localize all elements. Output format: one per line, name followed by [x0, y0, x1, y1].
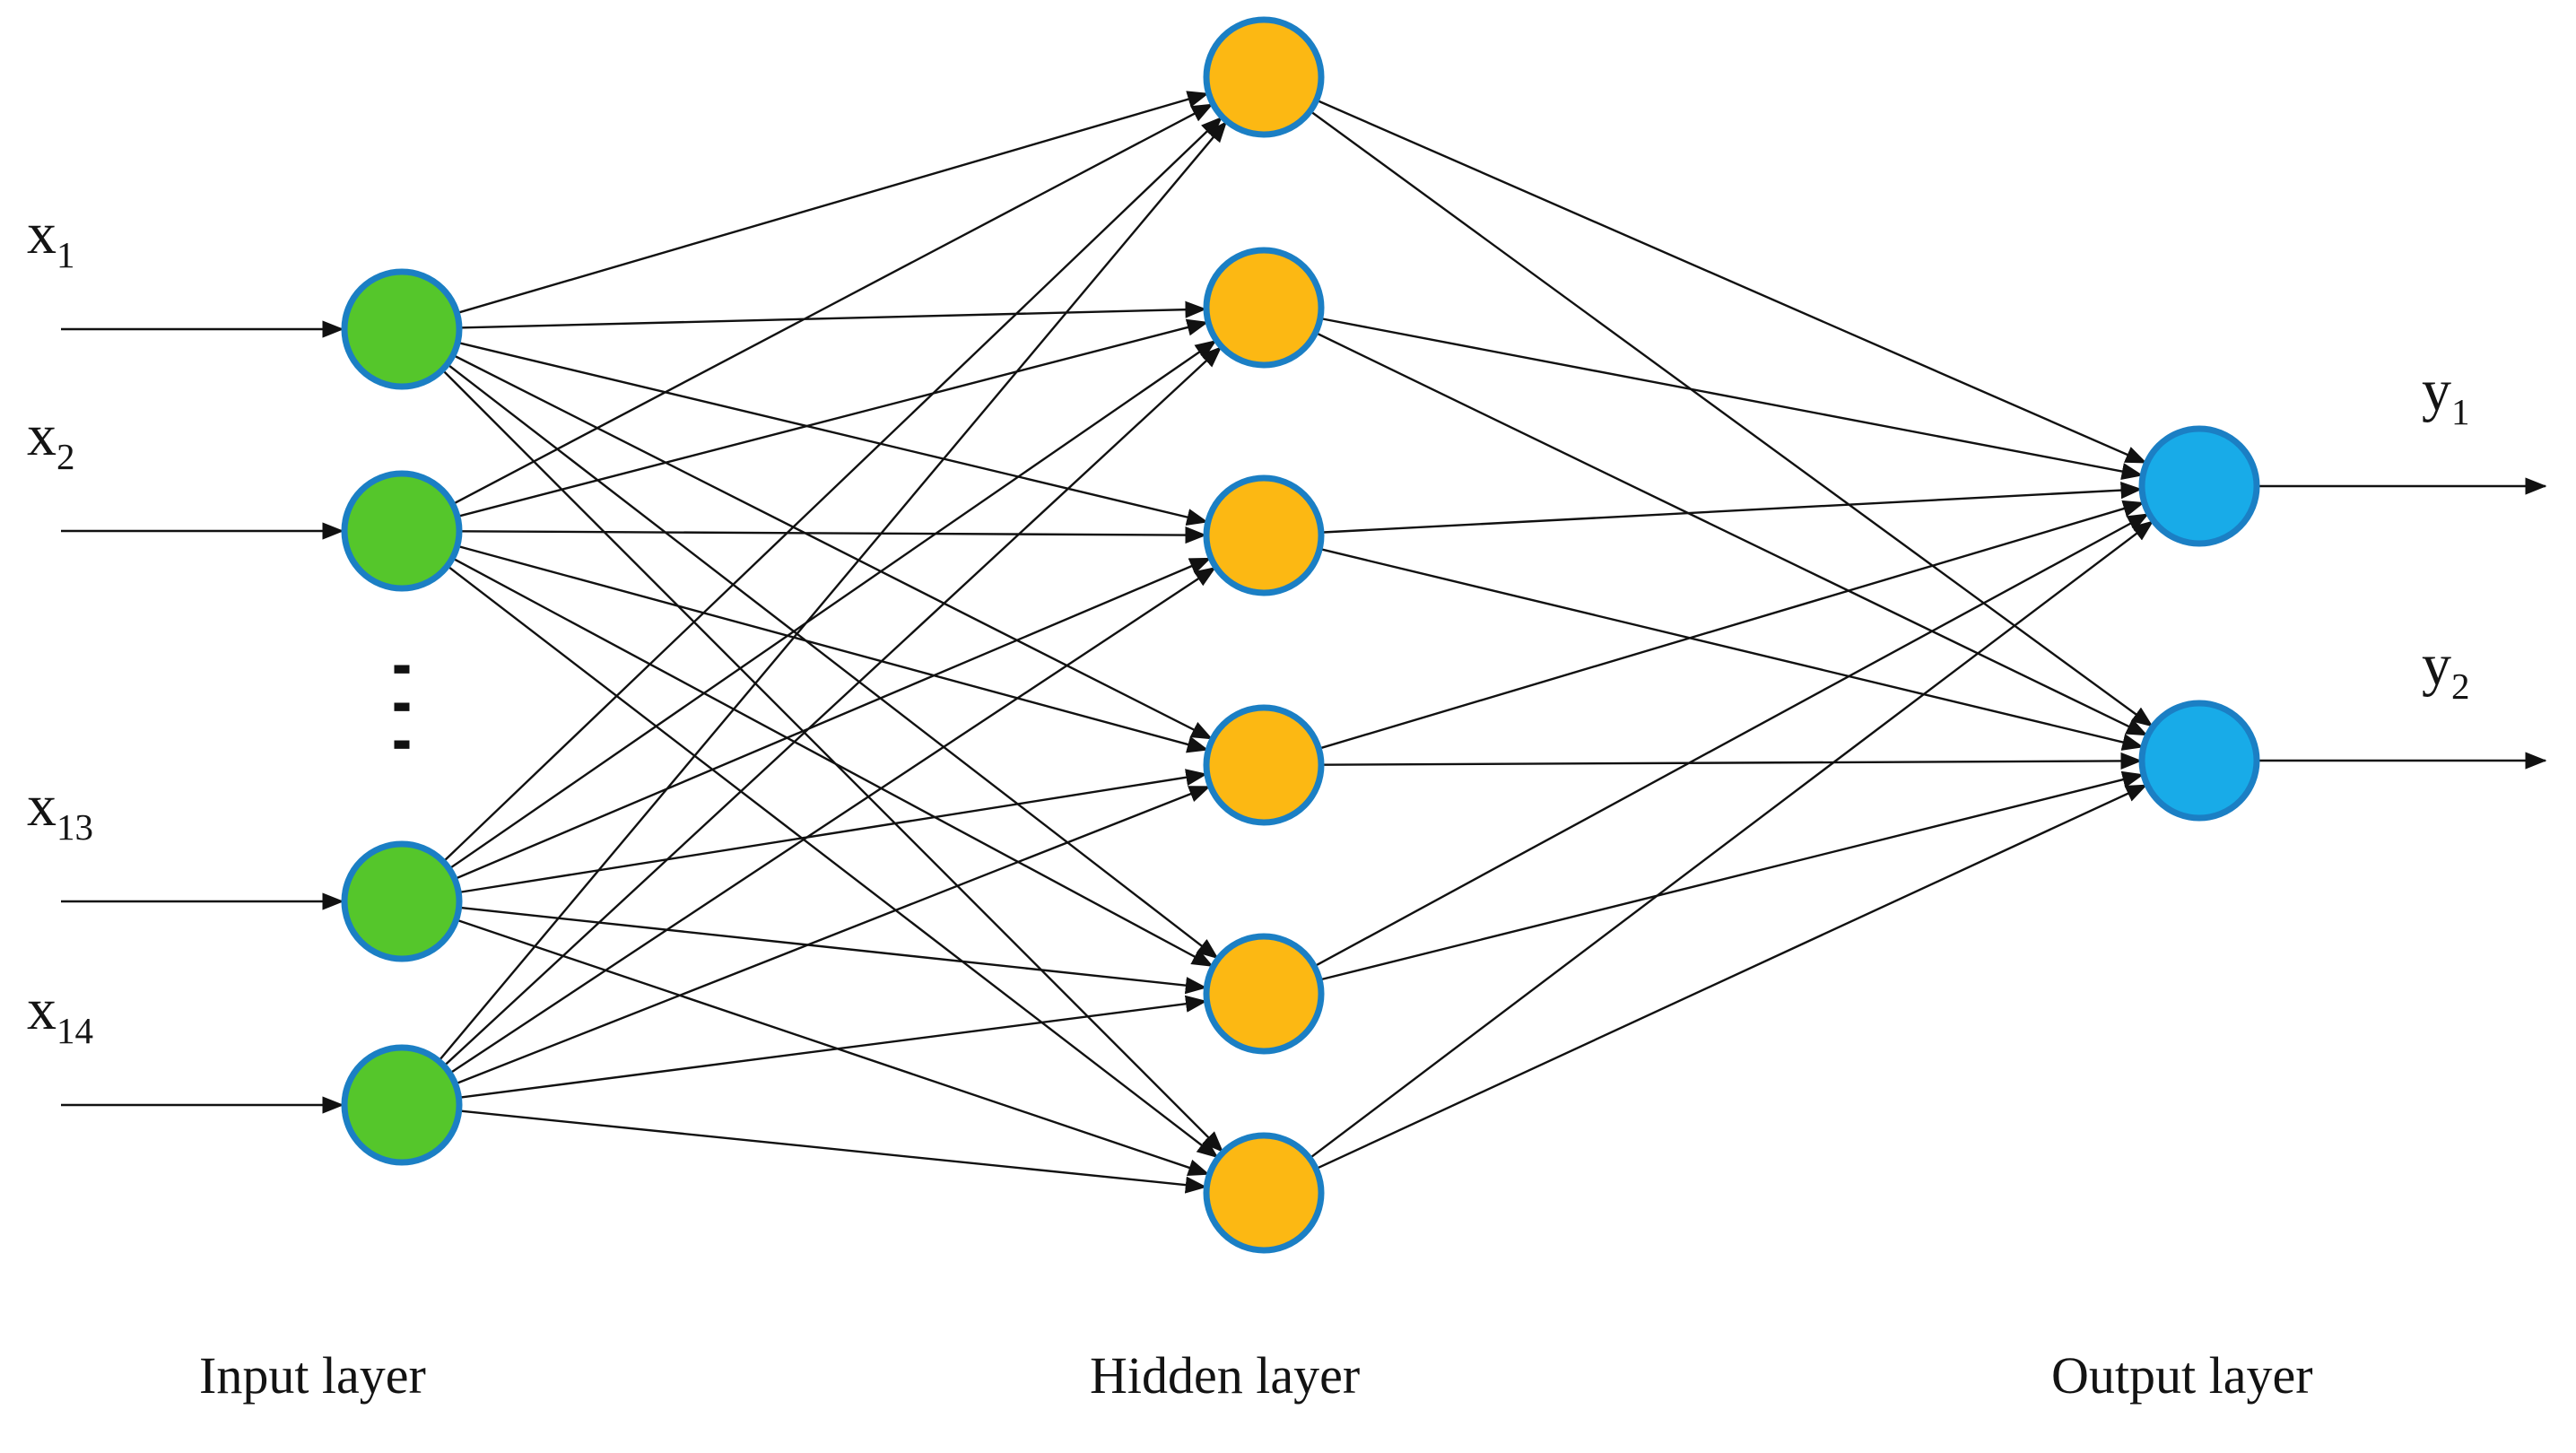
edge-hidden6-output1 [1309, 520, 2154, 1160]
hidden-neuron-3 [1203, 474, 1325, 596]
input-label-x13: x13 [27, 777, 93, 846]
edge-input3-hidden4 [458, 769, 1208, 894]
edge-input3-hidden3 [454, 557, 1212, 881]
ellipsis-dot-3 [394, 740, 410, 749]
edge-input4-hidden5 [458, 995, 1207, 1099]
input-neuron-4 [341, 1044, 463, 1166]
edge-input2-hidden6 [447, 565, 1219, 1159]
hidden-neuron-2 [1203, 247, 1325, 369]
hidden-neuron-1 [1203, 16, 1325, 138]
input-label-x14: x14 [27, 977, 93, 1049]
input-label-x13-symbol: x [27, 773, 57, 839]
output-label-y2-subscript: 2 [2451, 666, 2470, 707]
edge-hidden5-output2 [1318, 770, 2145, 981]
output-neuron-2 [2138, 700, 2260, 822]
output-label-y1-symbol: y [2422, 358, 2451, 423]
input-label-x2-subscript: 2 [57, 436, 75, 477]
input-label-x14-subscript: 14 [57, 1010, 93, 1051]
edge-input2-hidden1 [452, 103, 1214, 506]
hidden-neuron-6 [1203, 1132, 1325, 1254]
edge-input1-hidden2 [458, 300, 1207, 329]
output-label-y1-subscript: 1 [2451, 391, 2470, 432]
hidden-layer-caption: Hidden layer [1090, 1346, 1361, 1405]
edge-hidden6-output2 [1315, 784, 2148, 1170]
edge-hidden4-output2 [1320, 752, 2143, 770]
edge-hidden5-output1 [1313, 512, 2150, 968]
neuron-nodes [341, 16, 2260, 1254]
ellipsis-dot-2 [394, 702, 410, 711]
input-label-x13-subscript: 13 [57, 806, 93, 848]
ellipsis-dot-1 [394, 665, 410, 674]
edge-input4-hidden1 [438, 120, 1228, 1062]
output-label-y2: y2 [2422, 636, 2470, 705]
input-label-x1-subscript: 1 [57, 234, 75, 275]
input-label-x2: x2 [27, 403, 75, 475]
edge-input4-hidden3 [448, 566, 1216, 1075]
input-label-x1-symbol: x [27, 201, 57, 266]
edge-input1-hidden6 [441, 369, 1224, 1153]
edge-input3-hidden5 [458, 906, 1207, 995]
edge-input2-hidden4 [457, 544, 1209, 753]
output-label-y2-symbol: y [2422, 632, 2451, 698]
edge-hidden1-output1 [1316, 99, 2147, 465]
edge-input3-hidden2 [448, 339, 1217, 870]
edge-input1-hidden1 [457, 91, 1209, 315]
edge-input3-hidden6 [456, 918, 1210, 1177]
edge-hidden2-output1 [1319, 317, 2144, 481]
edge-input2-hidden5 [451, 557, 1214, 968]
edge-hidden3-output2 [1318, 547, 2145, 751]
edge-input4-hidden2 [443, 346, 1223, 1067]
edge-input2-hidden2 [457, 318, 1209, 518]
edge-input2-hidden3 [458, 526, 1207, 544]
output-neuron-1 [2138, 425, 2260, 547]
edge-input1-hidden5 [446, 363, 1219, 960]
edge-input1-hidden4 [452, 353, 1214, 740]
hidden-neuron-5 [1203, 933, 1325, 1055]
edge-input3-hidden1 [442, 116, 1223, 863]
edge-input4-hidden6 [458, 1109, 1207, 1194]
io-arrows [61, 320, 2547, 1114]
edge-hidden1-output2 [1309, 109, 2154, 727]
output-layer-caption: Output layer [2051, 1346, 2313, 1405]
edge-hidden4-output1 [1318, 500, 2145, 750]
hidden-neuron-4 [1203, 704, 1325, 826]
edge-hidden3-output1 [1320, 482, 2143, 534]
connection-edges [438, 91, 2154, 1194]
input-label-x1: x1 [27, 201, 75, 274]
input-neuron-2 [341, 470, 463, 592]
edge-input4-hidden4 [455, 785, 1211, 1085]
input-neuron-1 [341, 268, 463, 390]
edge-hidden2-output2 [1315, 331, 2148, 736]
input-label-x2-symbol: x [27, 403, 57, 468]
input-layer-caption: Input layer [199, 1346, 426, 1405]
input-neuron-3 [341, 840, 463, 962]
output-label-y1: y1 [2422, 358, 2470, 431]
input-label-x14-symbol: x [27, 977, 57, 1042]
edge-input1-hidden3 [457, 341, 1209, 526]
vertical-ellipsis-icon [394, 665, 410, 749]
